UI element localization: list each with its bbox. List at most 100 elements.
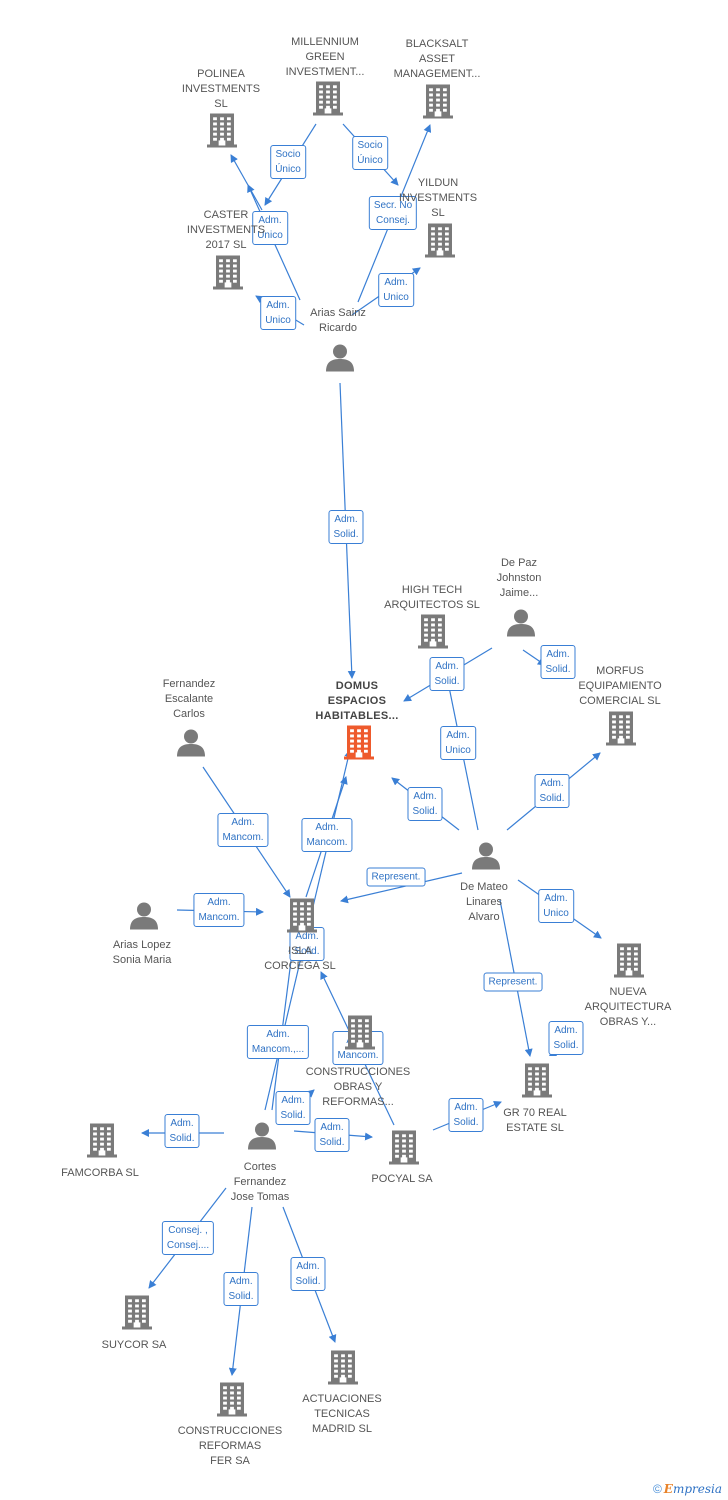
edge-label-e12[interactable]: Adm.Solid. bbox=[407, 787, 443, 821]
building-icon[interactable] bbox=[287, 898, 317, 938]
building-icon[interactable] bbox=[213, 255, 243, 295]
node-label-line: ESTATE SL bbox=[506, 1122, 564, 1134]
edge-label-e16[interactable]: Represent. bbox=[483, 972, 543, 992]
edge-label-e24[interactable]: Adm.Solid. bbox=[164, 1114, 200, 1148]
edge-label-line: Adm. bbox=[454, 1102, 478, 1113]
person-icon[interactable] bbox=[176, 729, 206, 762]
node-label-line: ESPACIOS bbox=[327, 695, 387, 707]
person-icon[interactable] bbox=[325, 344, 355, 377]
edge-label-e26[interactable]: Adm.Solid. bbox=[448, 1098, 484, 1132]
edge-label-line: Adm. bbox=[320, 1122, 344, 1133]
node-label-line: ACTUACIONES bbox=[302, 1393, 382, 1405]
edge-label-e20[interactable]: Adm.Solid. bbox=[289, 927, 325, 961]
edge-label-e8[interactable]: Adm.Solid. bbox=[328, 510, 364, 544]
edge-label-e27[interactable]: Adm.Solid. bbox=[548, 1021, 584, 1055]
edge-label-line: Adm. bbox=[446, 730, 470, 741]
node-label-actuaciones[interactable]: ACTUACIONES TECNICAS MADRID SL bbox=[302, 1392, 381, 1437]
building-icon[interactable] bbox=[423, 84, 453, 124]
edge-label-e5[interactable]: Adm.Unico bbox=[252, 211, 288, 245]
person-icon[interactable] bbox=[129, 902, 159, 935]
node-label-line: POLINEA bbox=[197, 68, 245, 80]
node-label-line: INVESTMENTS bbox=[398, 192, 478, 204]
building-icon[interactable] bbox=[122, 1295, 152, 1335]
building-icon[interactable] bbox=[614, 943, 644, 983]
node-label-pocyal[interactable]: POCYAL SA bbox=[371, 1172, 432, 1187]
node-label-famcorba[interactable]: FAMCORBA SL bbox=[61, 1166, 139, 1181]
building-icon[interactable] bbox=[389, 1130, 419, 1170]
edge-label-e18[interactable]: Adm.Mancom. bbox=[301, 818, 353, 852]
edge-label-e19[interactable]: Adm.Mancom. bbox=[193, 893, 245, 927]
building-icon[interactable] bbox=[207, 113, 237, 153]
node-label-line: GR 70 REAL bbox=[503, 1107, 567, 1119]
building-icon[interactable] bbox=[345, 1015, 375, 1055]
person-icon[interactable] bbox=[471, 842, 501, 875]
node-label-line: MADRID SL bbox=[312, 1423, 372, 1435]
node-label-line: Arias Lopez bbox=[112, 939, 172, 951]
building-icon[interactable] bbox=[313, 81, 343, 121]
building-icon[interactable] bbox=[418, 614, 448, 654]
edge-label-e6[interactable]: Adm.Unico bbox=[260, 296, 296, 330]
edge-label-e13[interactable]: Adm.Solid. bbox=[534, 774, 570, 808]
edge-label-e21[interactable]: Adm.Mancom.,... bbox=[246, 1025, 310, 1059]
edge-label-e28[interactable]: Consej. ,Consej.... bbox=[161, 1221, 215, 1255]
building-icon[interactable] bbox=[522, 1063, 552, 1103]
building-icon[interactable] bbox=[87, 1123, 117, 1163]
person-icon[interactable] bbox=[247, 1122, 277, 1155]
node-label-gr70[interactable]: GR 70 REAL ESTATE SL bbox=[503, 1106, 567, 1136]
building-icon[interactable] bbox=[328, 1350, 358, 1390]
edge-label-line: Consej. , bbox=[168, 1225, 208, 1236]
edge-label-e10[interactable]: Adm.Solid. bbox=[540, 645, 576, 679]
building-icon[interactable] bbox=[606, 711, 636, 751]
edge-label-e14[interactable]: Represent. bbox=[366, 867, 426, 887]
edge-label-line: Adm. bbox=[281, 1095, 305, 1106]
node-label-line: OBRAS Y... bbox=[599, 1016, 657, 1028]
node-label-suycor[interactable]: SUYCOR SA bbox=[102, 1338, 167, 1353]
edge-label-line: Solid. bbox=[295, 1276, 321, 1287]
edge-label-line: Solid. bbox=[169, 1133, 195, 1144]
edge-e2 bbox=[230, 154, 263, 211]
edge-label-line: Único bbox=[275, 164, 301, 175]
person-icon[interactable] bbox=[506, 609, 536, 642]
edge-label-e29[interactable]: Adm.Solid. bbox=[223, 1272, 259, 1306]
edge-label-e30[interactable]: Adm.Solid. bbox=[290, 1257, 326, 1291]
building-icon[interactable] bbox=[217, 1382, 247, 1422]
edge-label-e23[interactable]: Adm.Solid. bbox=[275, 1091, 311, 1125]
edge-label-e7[interactable]: Adm.Unico bbox=[378, 273, 414, 307]
edge-label-e11[interactable]: Adm.Unico bbox=[440, 726, 476, 760]
edge-label-line: Unico bbox=[265, 315, 291, 326]
node-label-line: SL bbox=[431, 207, 445, 219]
edge-label-e9[interactable]: Adm.Solid. bbox=[429, 657, 465, 691]
main-company-building-icon[interactable] bbox=[344, 725, 374, 765]
edge-label-line: Socio bbox=[357, 140, 383, 151]
edge-label-line: Mancom. bbox=[198, 912, 240, 923]
edge-label-e25[interactable]: Adm.Solid. bbox=[314, 1118, 350, 1152]
edge-label-e17[interactable]: Adm.Mancom. bbox=[217, 813, 269, 847]
node-label-line: TECNICAS bbox=[314, 1408, 370, 1420]
edge-label-line: Adm. bbox=[229, 1276, 253, 1287]
node-label-line: HIGH TECH bbox=[401, 584, 463, 596]
edge-label-e15[interactable]: Adm.Unico bbox=[538, 889, 574, 923]
node-label-line: POCYAL SA bbox=[371, 1173, 433, 1185]
building-icon[interactable] bbox=[425, 223, 455, 263]
